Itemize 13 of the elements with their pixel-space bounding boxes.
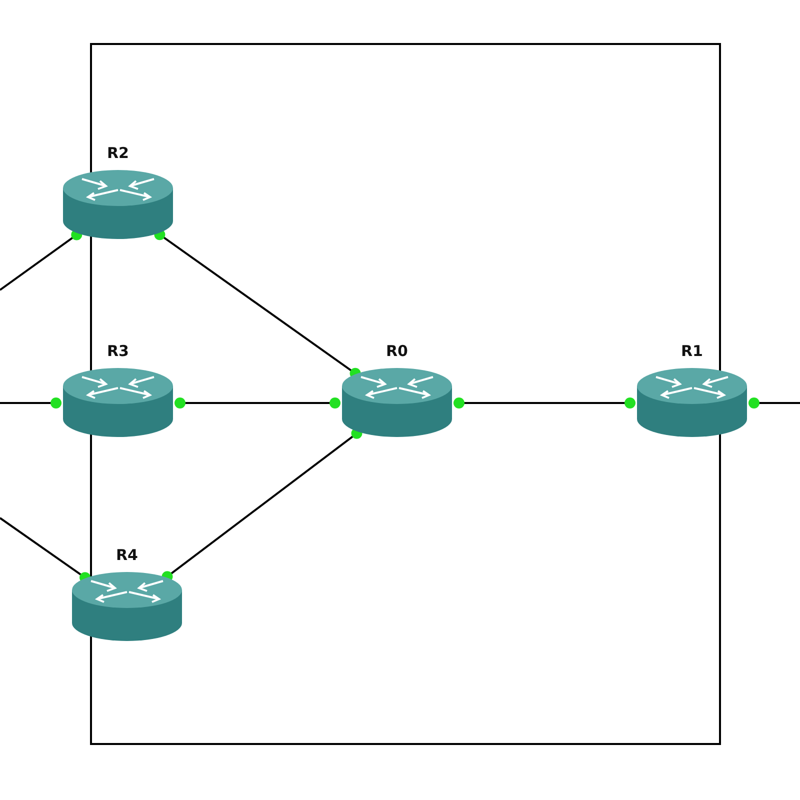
link-line (454, 398, 636, 408)
link-line (0, 517, 90, 584)
router-label: R3 (107, 341, 129, 361)
router-label: R1 (681, 341, 703, 361)
link-line (0, 229, 82, 291)
router-label: R4 (116, 545, 138, 565)
link-line (174, 398, 340, 408)
link-line (748, 398, 800, 408)
link-line (154, 229, 361, 379)
link-line (162, 428, 362, 582)
router-label: R2 (107, 143, 129, 163)
link-line (0, 398, 62, 408)
router-label: R0 (386, 341, 408, 361)
